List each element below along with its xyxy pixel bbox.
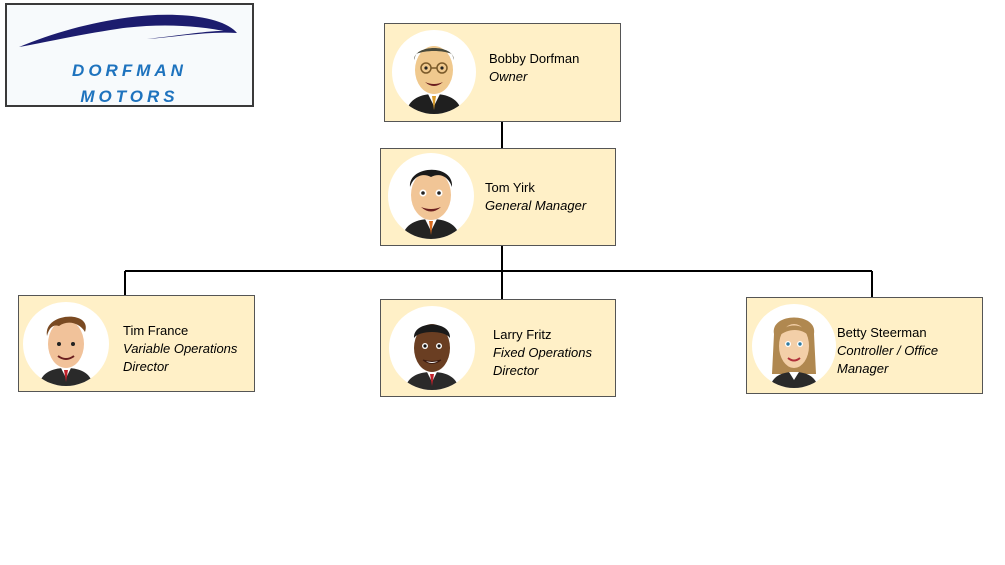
man-dark-hair-avatar — [388, 153, 474, 239]
person-title: Controller / Office Manager — [837, 343, 939, 376]
logo-text-line1: DORFMAN — [72, 61, 187, 80]
person-name: Larry Fritz — [493, 327, 552, 342]
woman-blonde-avatar — [752, 304, 836, 388]
org-card-general-manager: Tom Yirk General Manager — [380, 148, 616, 246]
org-card-controller: Betty Steerman Controller / Office Manag… — [746, 297, 983, 394]
org-card-info: Larry Fritz Fixed Operations Director — [493, 326, 613, 380]
org-card-info: Tom Yirk General Manager — [485, 179, 611, 215]
org-card-info: Tim France Variable Operations Director — [123, 322, 251, 376]
org-card-info: Bobby Dorfman Owner — [489, 50, 615, 86]
logo-text-line2: MOTORS — [80, 87, 179, 106]
person-title: General Manager — [485, 198, 587, 213]
person-name: Tom Yirk — [485, 180, 535, 195]
org-card-owner: Bobby Dorfman Owner — [384, 23, 621, 122]
person-name: Betty Steerman — [837, 325, 927, 340]
man-glasses-avatar — [392, 30, 476, 114]
person-title: Variable Operations Director — [123, 341, 238, 374]
org-card-info: Betty Steerman Controller / Office Manag… — [837, 324, 977, 378]
company-logo: DORFMAN MOTORS — [5, 3, 254, 107]
person-title: Owner — [489, 69, 528, 84]
car-swoosh-icon — [19, 14, 237, 47]
person-title: Fixed Operations Director — [493, 345, 592, 378]
man-dark-skin-avatar — [389, 306, 475, 390]
org-card-variable-ops: Tim France Variable Operations Director — [18, 295, 255, 392]
person-name: Bobby Dorfman — [489, 51, 580, 66]
man-brown-hair-avatar — [23, 302, 109, 386]
org-card-fixed-ops: Larry Fritz Fixed Operations Director — [380, 299, 616, 397]
person-name: Tim France — [123, 323, 189, 338]
